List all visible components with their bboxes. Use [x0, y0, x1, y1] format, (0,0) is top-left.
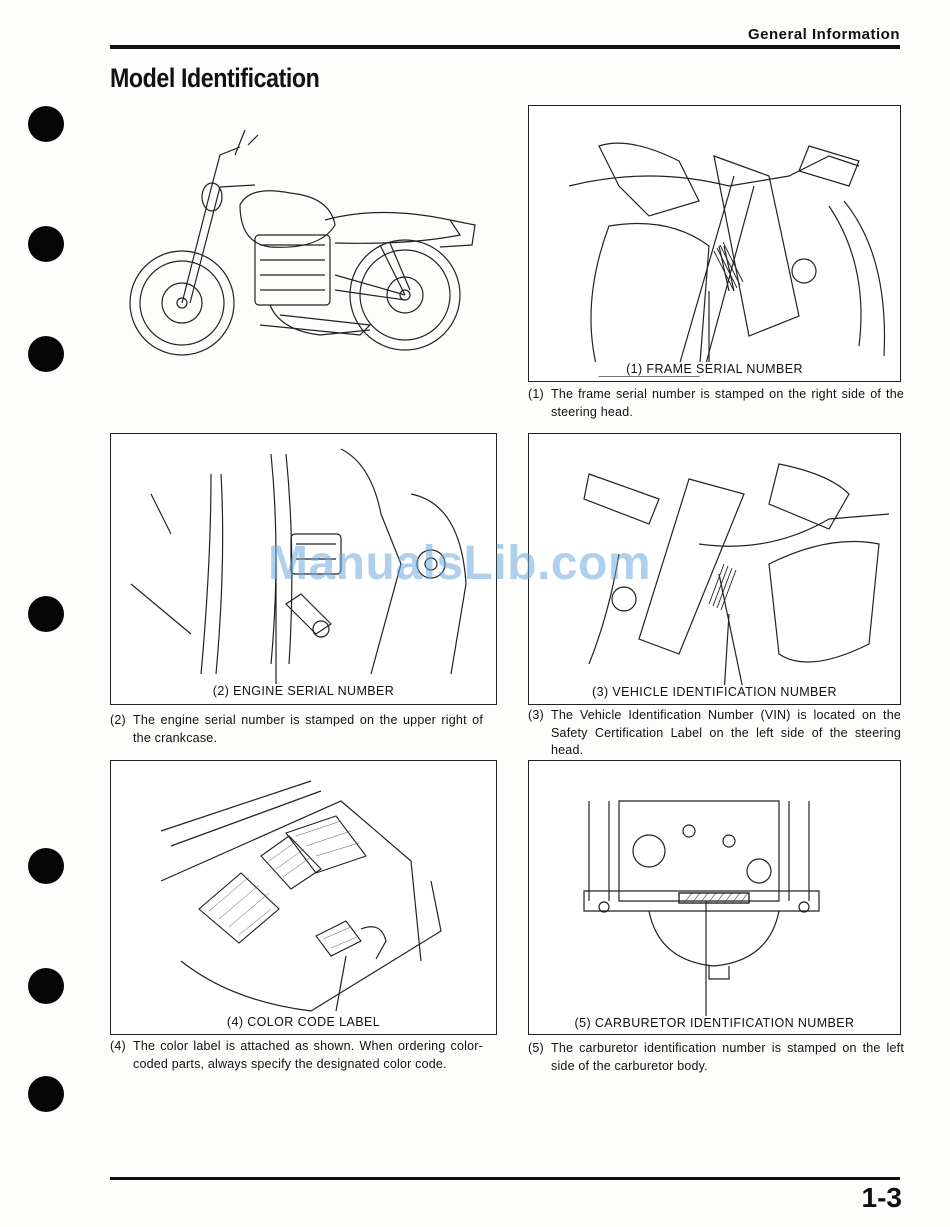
figure-caption: (1) The frame serial number is stamped o… [528, 387, 904, 419]
binder-hole [28, 226, 64, 262]
page-number: 1-3 [861, 1182, 902, 1213]
color-code-figure: (4) COLOR CODE LABEL [110, 760, 497, 1035]
vin-figure: (3) VEHICLE IDENTIFICATION NUMBER [528, 433, 901, 705]
figure-label: (4) COLOR CODE LABEL [111, 1015, 496, 1029]
figure-caption: (2) The engine serial number is stamped … [110, 713, 483, 745]
carburetor-figure: (5) CARBURETOR IDENTIFICATION NUMBER [528, 760, 901, 1035]
header-rule [110, 45, 900, 49]
figure-label: (5) CARBURETOR IDENTIFICATION NUMBER [529, 1016, 900, 1030]
section-title: General Information [747, 26, 900, 43]
figure-caption: (4) The color label is attached as shown… [110, 1039, 483, 1071]
figure-label: (3) VEHICLE IDENTIFICATION NUMBER [529, 685, 900, 699]
binder-hole [28, 848, 64, 884]
watermark: ManualsLib.com [268, 537, 652, 590]
binder-hole [28, 968, 64, 1004]
motorcycle-illustration [129, 129, 476, 356]
engine-serial-figure: (2) ENGINE SERIAL NUMBER [110, 433, 497, 705]
figure-label: (1) FRAME SERIAL NUMBER [529, 362, 900, 376]
footer-rule [110, 1177, 900, 1180]
frame-serial-figure: (1) FRAME SERIAL NUMBER [528, 105, 901, 382]
binder-hole [28, 106, 64, 142]
figure-label: (2) ENGINE SERIAL NUMBER [111, 684, 496, 698]
binder-hole [28, 336, 64, 372]
binder-hole [28, 1076, 64, 1112]
figure-caption: (3) The Vehicle Identification Number (V… [528, 708, 901, 757]
page-title: Model Identification [110, 63, 320, 93]
binder-hole [28, 596, 64, 632]
figure-caption: (5) The carburetor identification number… [528, 1041, 904, 1073]
